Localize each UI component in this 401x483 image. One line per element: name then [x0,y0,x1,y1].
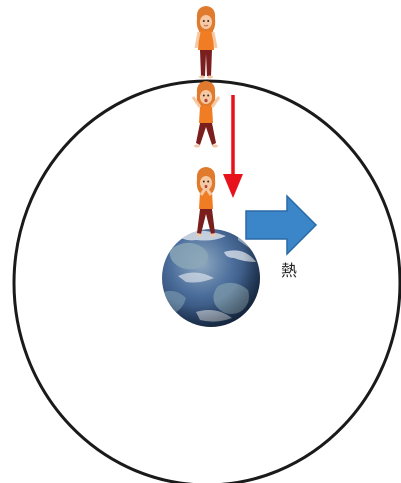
person-bottom [196,167,216,237]
arrow-right-icon [246,196,316,254]
heat-label: 熱 [281,263,297,279]
person-top [196,6,216,79]
person-middle [193,81,219,148]
earth-icon [162,229,260,327]
arrow-down-icon [223,95,243,198]
